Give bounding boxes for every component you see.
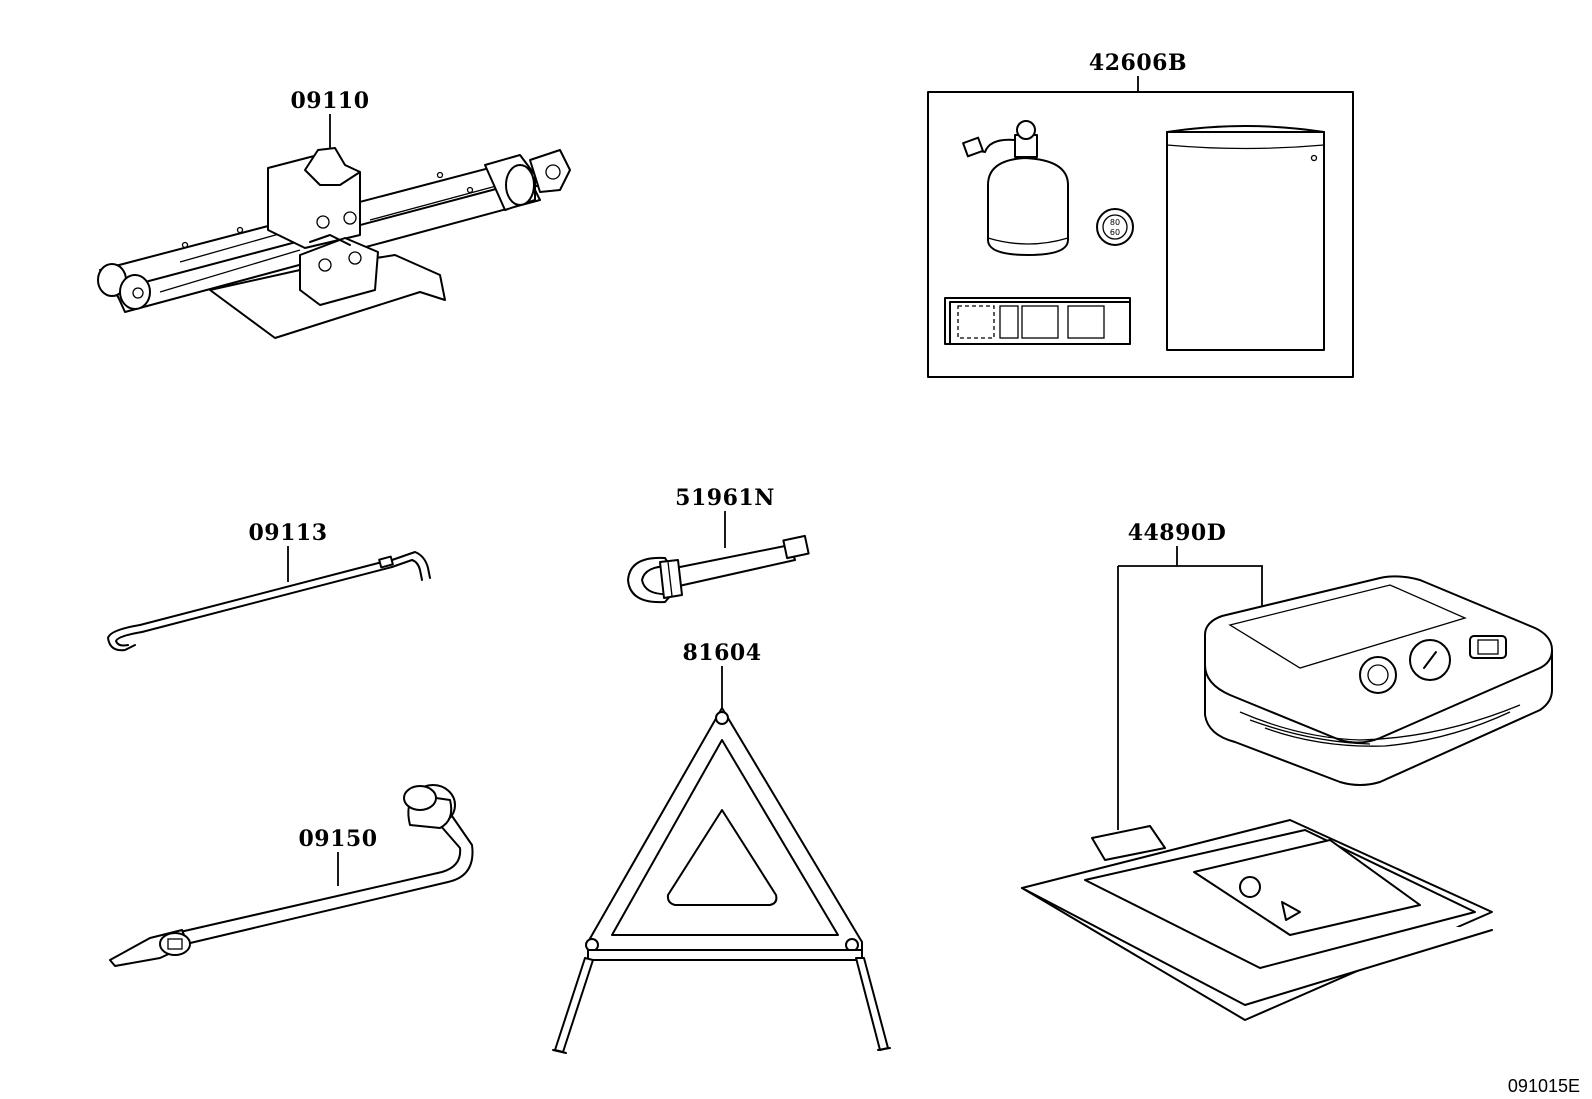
part-label-09150[interactable]: 09150 (298, 826, 377, 852)
part-label-42606B[interactable]: 42606B (1089, 50, 1187, 76)
part-label-44890D[interactable]: 44890D (1128, 520, 1227, 546)
gauge-value-top: 80 (1110, 218, 1120, 227)
repair-kit-group: 42606B 80 60 (927, 50, 1354, 378)
jack-handle-group: 09113 (107, 520, 431, 652)
scissor-jack-icon (97, 147, 571, 339)
gauge-value-bottom: 60 (1110, 228, 1120, 237)
tow-hook-group: 51961N (627, 485, 810, 604)
warning-triangle-group: 81604 (552, 640, 891, 1054)
repair-kit-box (927, 91, 1354, 378)
part-label-09110[interactable]: 09110 (290, 88, 369, 114)
part-label-81604[interactable]: 81604 (682, 640, 761, 666)
part-label-51961N[interactable]: 51961N (675, 485, 775, 511)
instruction-booklet-icon (1021, 819, 1493, 1021)
jack-group: 09110 (97, 88, 571, 339)
compressor-set-group: 44890D (1021, 520, 1553, 1021)
jack-handle-icon (107, 551, 431, 652)
tire-repair-kit-icon: 80 60 (944, 120, 1325, 351)
lug-wrench-icon (109, 784, 474, 967)
tow-hook-icon (627, 534, 810, 604)
leader-bracket-44890D (1117, 565, 1263, 830)
gauge-sticker (1096, 208, 1134, 246)
warning-triangle-icon (552, 707, 891, 1054)
figure-code: 091015E (1508, 1076, 1580, 1096)
air-compressor-icon (1204, 575, 1553, 786)
part-label-09113[interactable]: 09113 (248, 520, 327, 546)
lug-wrench-group: 09150 (109, 784, 474, 967)
